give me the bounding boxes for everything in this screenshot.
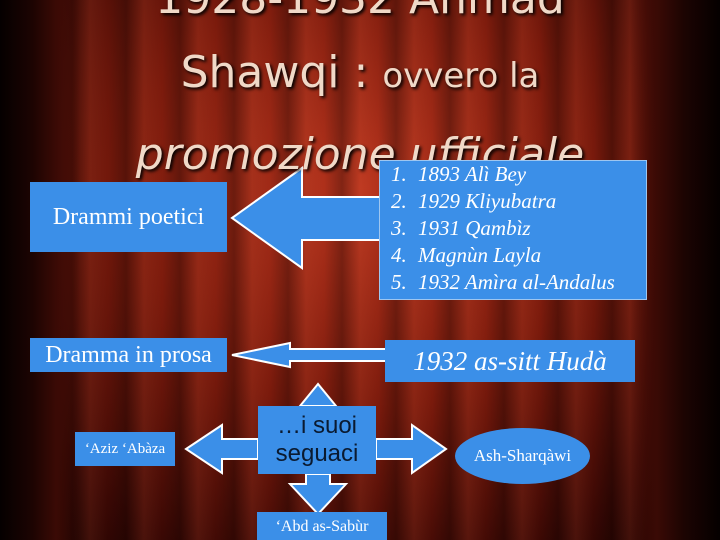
- title-line-2: Shawqi : ovvero la: [0, 48, 720, 101]
- title-line-2-sub: ovvero la: [382, 56, 540, 96]
- box-abd-as-sabur: ‘Abd as-Sabùr: [257, 512, 387, 540]
- list-item: 1931 Qambìz: [412, 215, 646, 242]
- curtain-left: [0, 0, 80, 540]
- list-item: 1893 Alì Bey: [412, 161, 646, 188]
- arrow-up-seguaci: [297, 382, 339, 407]
- arrow-to-sharqawi: [375, 423, 448, 475]
- list-item: 1929 Kliyubatra: [412, 188, 646, 215]
- arrow-poetic: [230, 166, 383, 270]
- box-drammi-poetici: Drammi poetici: [30, 182, 227, 252]
- oval-ash-sharqawi: Ash-Sharqàwi: [455, 428, 590, 484]
- box-dramma-in-prosa: Dramma in prosa: [30, 338, 227, 372]
- box-poetic-works-list: 1893 Alì Bey 1929 Kliyubatra 1931 Qambìz…: [379, 160, 647, 300]
- title-line-2-main: Shawqi :: [180, 47, 383, 98]
- list-item: 1932 Amìra al-Andalus: [412, 269, 646, 296]
- arrow-to-abd: [287, 473, 349, 516]
- title-line-1: 1928-1932 Ahmad: [0, 0, 720, 24]
- box-seguaci: …i suoi seguaci: [258, 406, 376, 474]
- list-item: Magnùn Layla: [412, 242, 646, 269]
- box-prose-work: 1932 as-sitt Hudà: [385, 340, 635, 382]
- arrow-to-aziz: [184, 423, 259, 475]
- poetic-works-list: 1893 Alì Bey 1929 Kliyubatra 1931 Qambìz…: [380, 161, 646, 296]
- box-aziz-abaza: ‘Aziz ‘Abàza: [75, 432, 175, 466]
- arrow-prose: [231, 341, 389, 369]
